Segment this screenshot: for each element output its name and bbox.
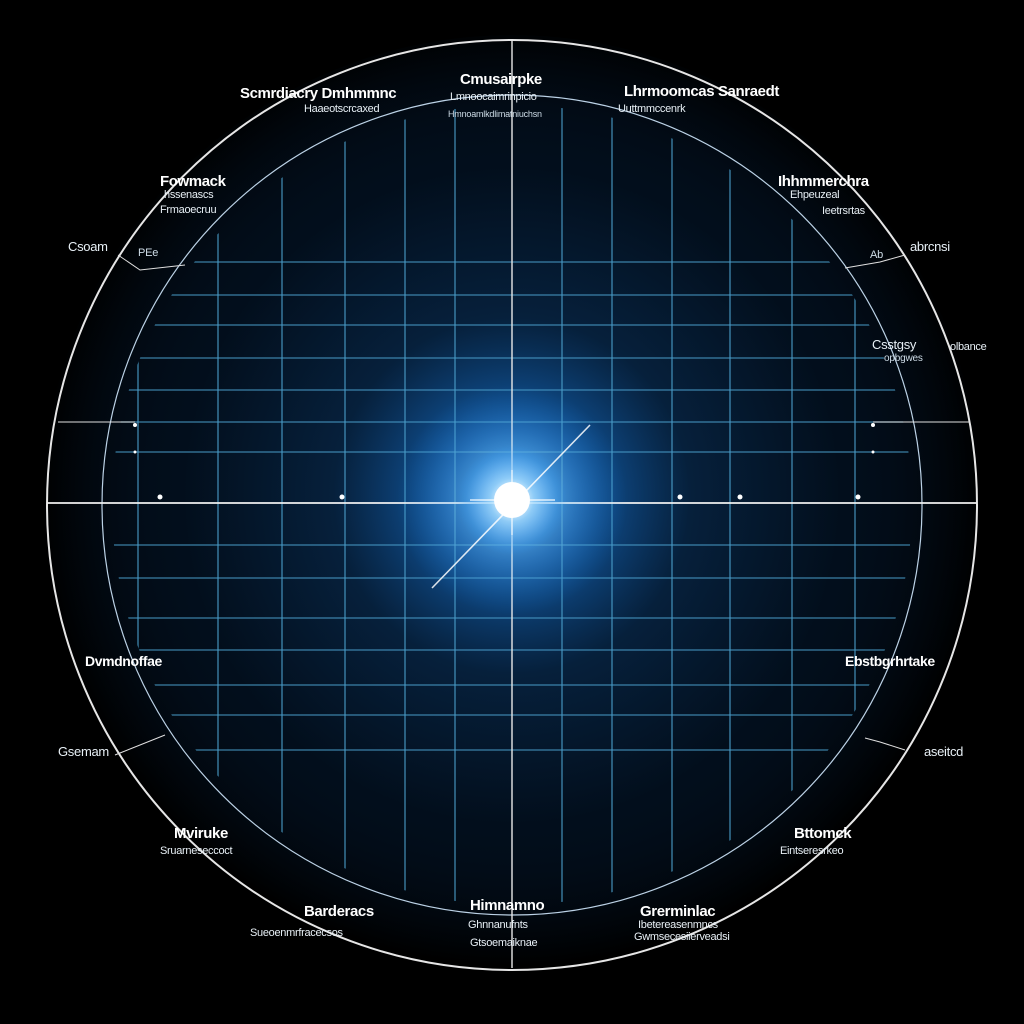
label-bottom-center-right-line1: Ibetereasenmncs (638, 919, 718, 931)
label-left-small-tag: PEe (138, 247, 159, 259)
label-upper-right-line1: Ehpeuzeal (790, 189, 840, 201)
label-bottom-left-title: Mviruke (174, 825, 228, 842)
label-bottom-center-line1: Ghnnanufnts (468, 919, 528, 931)
label-bottom-center-left-title: Barderacs (304, 903, 374, 920)
label-upper-left-line2: Frmaoecruu (160, 204, 217, 216)
label-bottom-center-right-line2: Gwmsecesiierveadsi (634, 931, 730, 943)
label-upper-left-title: Fowmack (160, 173, 226, 190)
label-bottom-center-title: Himnamno (470, 897, 545, 914)
label-top-center-title: Cmusairpke (460, 71, 542, 88)
label-top-center-line1: Lmnoocaimrinpicio (450, 91, 537, 103)
label-upper-left-line1: hssenascs (164, 189, 214, 201)
label-top-left-title: Scmrdiacry Dmhmmnc (240, 85, 397, 102)
label-upper-right-line2: Ieetrsrtas (822, 205, 865, 217)
label-right-mid-side: olbance (950, 341, 987, 353)
label-left-small-title: Csoam (68, 239, 108, 254)
label-right-mid-line1: opbgwes (884, 353, 923, 364)
label-right-small-tag: Ab (870, 249, 884, 261)
label-top-right-line1: Uuttmmccenrk (618, 103, 686, 115)
label-left-mid-title: Dvmdnoffae (85, 653, 162, 669)
label-bottom-left-line1: Sruarneseccoct (160, 845, 233, 857)
label-top-center-line2: Hmnoamlkdlimatniuchsn (448, 109, 542, 119)
label-right-mid-title: Csstgsy (872, 337, 917, 352)
label-bottom-right-line1: Eintseresrkeo (780, 845, 844, 857)
label-bottom-center-right-title: Grerminlac (640, 903, 716, 920)
label-left-lower-title: Gsemam (58, 744, 109, 759)
label-top-left-line1: Haaeotscrcaxed (304, 103, 380, 115)
label-bottom-right-title: Bttomck (794, 825, 852, 842)
glowing-star (397, 385, 627, 615)
ring-ticks (133, 423, 875, 500)
leader-lines (58, 254, 970, 756)
label-bottom-center-left-line1: Sueoenmrfracecsos (250, 927, 343, 939)
label-right-lower-title: aseitcd (924, 744, 964, 759)
label-upper-right-title: Ihhmmerchra (778, 173, 869, 190)
label-right-small-title: abrcnsi (910, 239, 950, 254)
label-top-right-title: Lhrmoomcas Sanraedt (624, 83, 779, 100)
label-right-mid2-title: Ebstbgrhrtake (845, 653, 935, 669)
label-bottom-center-line2: Gtsoemaiknae (470, 937, 538, 949)
